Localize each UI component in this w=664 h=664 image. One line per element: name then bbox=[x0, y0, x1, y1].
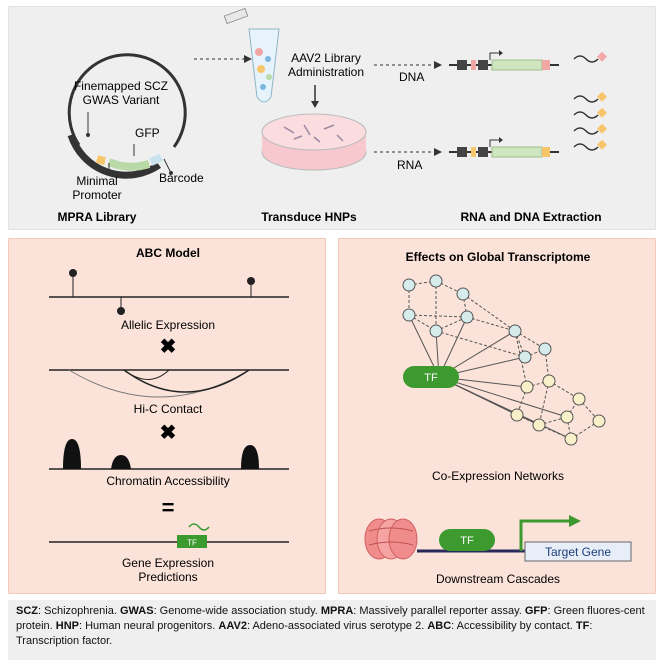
global-title: Effects on Global Transcriptome bbox=[406, 250, 591, 264]
chromatin-track bbox=[49, 439, 289, 470]
rna-reads-icon bbox=[573, 91, 607, 151]
chromatin-label: Chromatin Accessibility bbox=[106, 474, 229, 488]
dna-label: DNA bbox=[399, 70, 424, 84]
minimal-promoter-line2: Promoter bbox=[72, 188, 121, 202]
dna-construct bbox=[449, 50, 559, 71]
dna-read-icon bbox=[573, 51, 607, 63]
aav-label-line1: AAV2 Library bbox=[291, 51, 361, 65]
global-transcriptome-diagram: Effects on Global Transcriptome bbox=[364, 250, 632, 586]
transduce-title: Transduce HNPs bbox=[261, 210, 357, 224]
abbreviations-footer: SCZ: Schizophrenia. GWAS: Genome-wide as… bbox=[8, 600, 656, 660]
variant-label-line1: Finemapped SCZ bbox=[74, 79, 168, 93]
gfp-segment bbox=[107, 158, 151, 171]
gfp-label: GFP bbox=[135, 126, 160, 140]
nucleosome-icon bbox=[364, 518, 418, 560]
plasmid-diagram bbox=[67, 53, 187, 179]
tf-node bbox=[403, 366, 459, 388]
prediction-label-line1: Gene Expression bbox=[122, 556, 214, 570]
cascade-diagram bbox=[364, 515, 632, 562]
equals-icon: = bbox=[162, 495, 175, 520]
minimal-promoter-line1: Minimal bbox=[76, 174, 117, 188]
rna-label: RNA bbox=[397, 158, 422, 172]
mpra-workflow-panel: Finemapped SCZ GWAS Variant GFP Minimal … bbox=[8, 6, 656, 230]
hic-label: Hi-C Contact bbox=[134, 402, 203, 416]
coexpression-network bbox=[402, 274, 606, 446]
aav-label-line2: Administration bbox=[288, 65, 364, 79]
footnote-tf: TF: Transcription factor. bbox=[16, 620, 593, 647]
transcript-icon bbox=[188, 523, 210, 531]
multiply-icon-2: ✖ bbox=[160, 422, 177, 444]
footnote-gfp: GFP: Green fluores-cent protein. bbox=[16, 605, 645, 632]
target-gene-box bbox=[524, 541, 632, 562]
promoter-arrow bbox=[519, 519, 571, 551]
network-tf-label: TF bbox=[424, 372, 438, 384]
coexpression-label: Co-Expression Networks bbox=[432, 469, 564, 483]
allelic-label: Allelic Expression bbox=[121, 318, 215, 332]
footnote-abc: ABC: Accessibility by contact. bbox=[427, 620, 576, 632]
abc-model-diagram: ABC Model Allelic Expression ✖ Hi-C Cont… bbox=[49, 246, 289, 584]
mpra-workflow-diagram: Finemapped SCZ GWAS Variant GFP Minimal … bbox=[58, 7, 607, 224]
cascade-tf-node bbox=[439, 529, 495, 551]
cascade-label: Downstream Cascades bbox=[436, 572, 560, 586]
allelic-track bbox=[49, 269, 289, 315]
abc-tf-label: TF bbox=[187, 539, 197, 548]
petri-dish-icon bbox=[261, 113, 367, 171]
footnote-gwas: GWAS: Genome-wide association study. bbox=[119, 605, 321, 617]
down-arrow bbox=[311, 101, 319, 108]
footnote-hnp: HNP: Human neural progenitors. bbox=[55, 620, 219, 632]
cascade-tf-label: TF bbox=[460, 535, 474, 547]
footnote-scz: SCZ: Schizophrenia. bbox=[16, 605, 120, 617]
extraction-title: RNA and DNA Extraction bbox=[460, 210, 601, 224]
footnote-aav2: AAV2: Adeno-associated virus serotype 2. bbox=[218, 620, 428, 632]
prediction-track bbox=[49, 523, 289, 548]
rna-construct bbox=[449, 137, 559, 158]
mpra-library-title: MPRA Library bbox=[58, 210, 137, 224]
prediction-label-line2: Predictions bbox=[138, 570, 197, 584]
target-gene-label: Target Gene bbox=[545, 545, 611, 559]
tube-icon bbox=[223, 7, 280, 103]
abc-title: ABC Model bbox=[136, 246, 200, 260]
global-transcriptome-panel: Effects on Global Transcriptome bbox=[338, 238, 656, 594]
footnote-mpra: MPRA: Massively parallel reporter assay. bbox=[320, 605, 525, 617]
multiply-icon: ✖ bbox=[160, 336, 177, 358]
variant-label-line2: GWAS Variant bbox=[83, 93, 160, 107]
tf-box bbox=[177, 535, 207, 548]
hic-track bbox=[49, 369, 289, 398]
barcode-label: Barcode bbox=[159, 171, 204, 185]
abc-model-panel: ABC Model Allelic Expression ✖ Hi-C Cont… bbox=[8, 238, 326, 594]
barcode-segment bbox=[149, 153, 164, 166]
